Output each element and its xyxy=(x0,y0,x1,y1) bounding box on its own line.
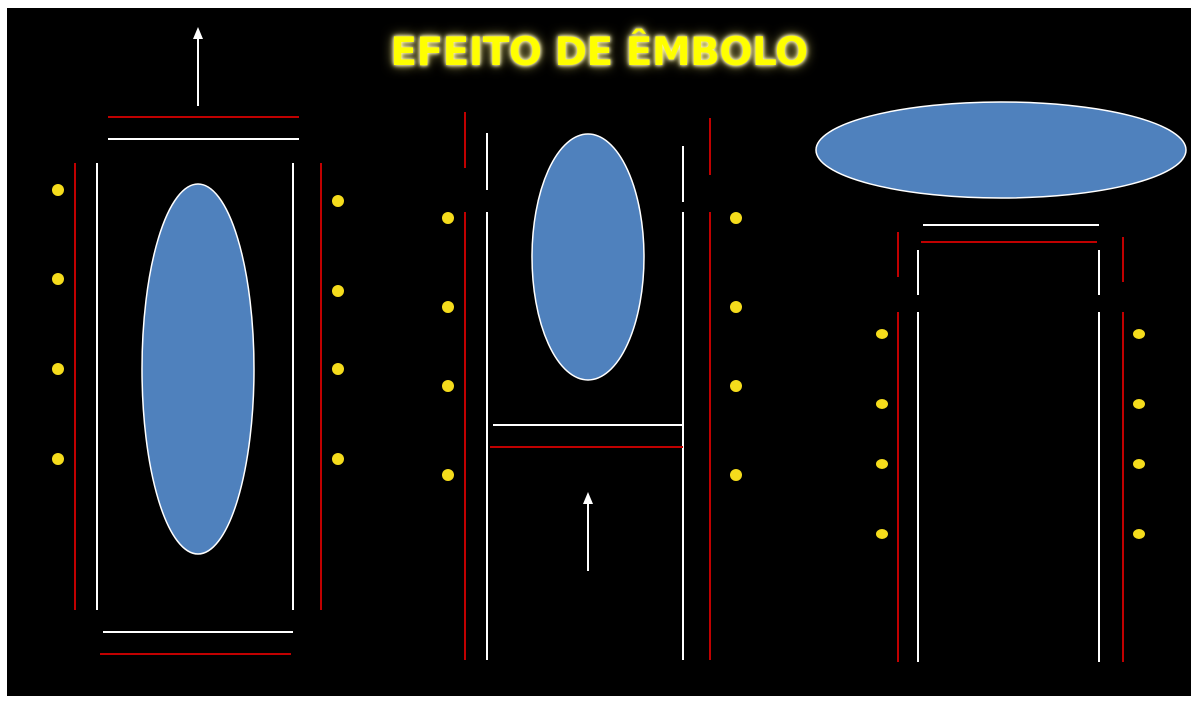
dot-icon xyxy=(52,184,64,196)
dot-icon xyxy=(1133,459,1145,469)
dot-icon xyxy=(876,459,888,469)
plunger-top xyxy=(108,116,299,140)
dot-icon xyxy=(442,380,454,392)
dot-icon xyxy=(52,453,64,465)
tube-walls xyxy=(464,112,711,660)
dot-icon xyxy=(730,212,742,224)
dot-icon xyxy=(52,273,64,285)
dot-icon-group-left xyxy=(52,184,64,465)
plunger-top xyxy=(921,224,1099,243)
dot-icon xyxy=(1133,399,1145,409)
page-title: EFEITO DE ÊMBOLO xyxy=(390,30,808,75)
cell-ellipse xyxy=(141,183,255,555)
dot-icon xyxy=(442,212,454,224)
dot-icon xyxy=(876,529,888,539)
dot-icon-group-right xyxy=(332,195,344,465)
dot-icon xyxy=(332,195,344,207)
dot-icon xyxy=(332,285,344,297)
dot-icon-group-left xyxy=(876,329,888,539)
dot-icon xyxy=(876,329,888,339)
dot-icon-group-right xyxy=(1133,329,1145,539)
tube-walls xyxy=(74,163,322,610)
dot-icon xyxy=(730,469,742,481)
dot-icon-group-right xyxy=(730,212,742,481)
plunger xyxy=(490,424,683,448)
dot-icon xyxy=(52,363,64,375)
tube-walls xyxy=(897,232,1124,662)
panel-2 xyxy=(442,112,742,660)
dot-icon xyxy=(730,301,742,313)
arrow-up-icon xyxy=(193,27,203,106)
plunger-bottom xyxy=(100,631,293,655)
cell-ellipse xyxy=(531,133,645,381)
dot-icon xyxy=(332,453,344,465)
cell-ellipse xyxy=(815,101,1187,199)
panel-1 xyxy=(52,27,344,655)
dot-icon xyxy=(442,301,454,313)
dot-icon xyxy=(1133,329,1145,339)
dot-icon xyxy=(876,399,888,409)
dot-icon xyxy=(1133,529,1145,539)
arrow-up-icon xyxy=(583,492,593,571)
dot-icon xyxy=(730,380,742,392)
panel-3 xyxy=(815,101,1187,662)
dot-icon xyxy=(442,469,454,481)
dot-icon-group-left xyxy=(442,212,454,481)
dot-icon xyxy=(332,363,344,375)
